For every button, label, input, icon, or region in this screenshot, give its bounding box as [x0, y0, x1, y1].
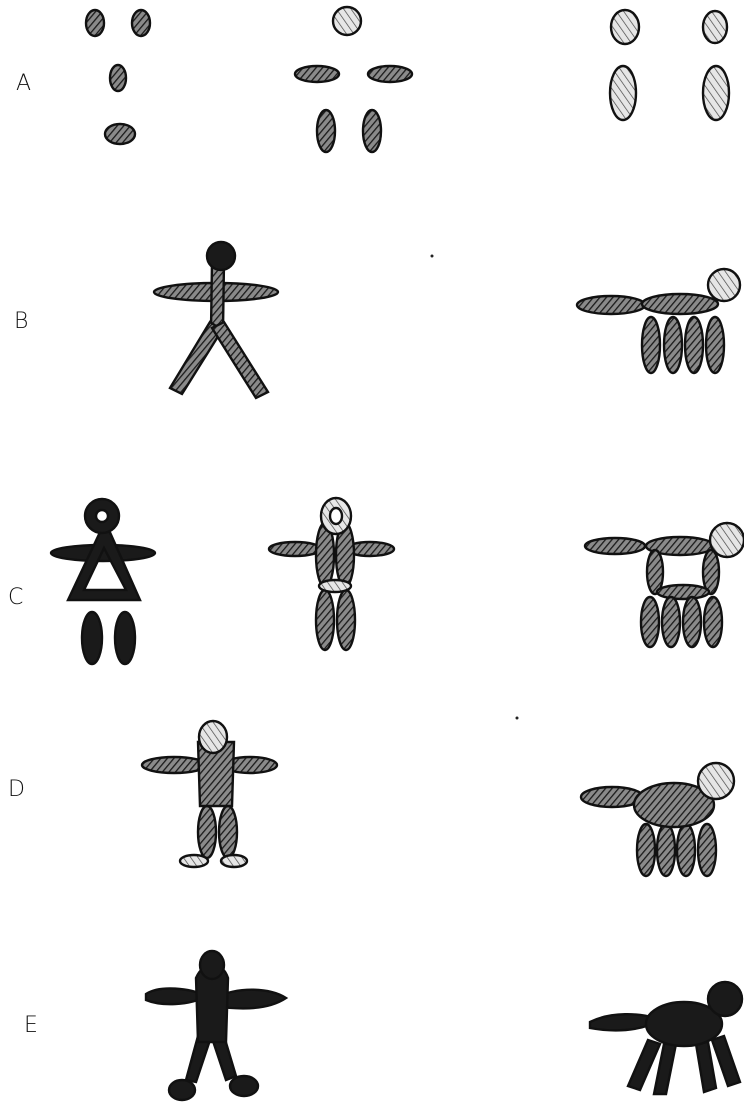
leg: [712, 1036, 740, 1086]
clay-piece: [317, 110, 335, 152]
clay-piece: [703, 11, 727, 43]
leg: [637, 824, 655, 876]
leg: [677, 824, 695, 876]
leg: [683, 597, 701, 647]
body: [642, 294, 718, 314]
right-leg: [212, 322, 268, 398]
leg: [642, 317, 660, 373]
leg: [662, 597, 680, 647]
leg: [698, 824, 716, 876]
left-foot: [180, 855, 208, 867]
clay-piece: [333, 7, 361, 35]
solid-person: [146, 951, 286, 1100]
head: [698, 763, 734, 799]
leg: [706, 317, 724, 373]
stray-dot: [431, 255, 434, 258]
head-ring-hole: [330, 508, 342, 524]
left-foot: [169, 1080, 195, 1100]
leg: [704, 597, 722, 647]
row-label-c: C: [8, 585, 23, 610]
body: [211, 262, 224, 330]
head: [708, 982, 742, 1016]
leg: [664, 317, 682, 373]
leg: [657, 824, 675, 876]
outline-person: [269, 498, 394, 650]
clay-piece: [132, 10, 150, 36]
clay-piece: [610, 66, 636, 120]
right-leg: [219, 806, 237, 858]
left-arm: [269, 542, 321, 556]
clay-piece: [110, 65, 126, 91]
row-label-b: B: [14, 309, 28, 334]
stick-animal: [577, 269, 740, 373]
left-leg: [316, 590, 334, 650]
clay-piece: [86, 10, 104, 36]
tail: [585, 538, 645, 554]
row-label-e: E: [24, 1013, 38, 1038]
clay-pieces-set-2: [295, 7, 412, 152]
left-leg: [82, 612, 102, 664]
left-leg: [198, 806, 216, 858]
ring-head-hole: [96, 510, 108, 522]
clay-piece: [368, 66, 412, 82]
filled-person: [142, 721, 277, 867]
right-leg: [115, 612, 135, 664]
clay-pieces-set-3: [610, 10, 729, 120]
clay-piece: [295, 66, 339, 82]
head: [708, 269, 740, 301]
head: [199, 721, 227, 753]
head: [207, 242, 235, 270]
row-label-a: A: [16, 71, 31, 96]
leg: [641, 597, 659, 647]
leg: [696, 1042, 716, 1092]
solid-animal: [590, 982, 742, 1094]
outline-animal: [585, 523, 744, 647]
right-foot: [230, 1076, 258, 1096]
clay-piece: [363, 110, 381, 152]
waist-band: [319, 580, 351, 592]
triangle-body: [68, 528, 140, 600]
clay-piece: [611, 10, 639, 44]
body-bottom: [657, 585, 709, 599]
left-arm: [142, 757, 206, 773]
clay-piece: [105, 124, 135, 144]
clay-pieces-set-1: [86, 10, 150, 144]
tail: [577, 296, 645, 314]
head: [710, 523, 744, 557]
head: [200, 951, 224, 979]
right-leg: [337, 590, 355, 650]
stray-dot: [516, 717, 519, 720]
clay-piece: [703, 66, 729, 120]
ring-person: [51, 499, 155, 664]
right-foot: [221, 855, 247, 867]
stick-person: [154, 242, 278, 398]
row-label-d: D: [8, 777, 25, 802]
leg: [685, 317, 703, 373]
filled-animal: [581, 763, 734, 876]
